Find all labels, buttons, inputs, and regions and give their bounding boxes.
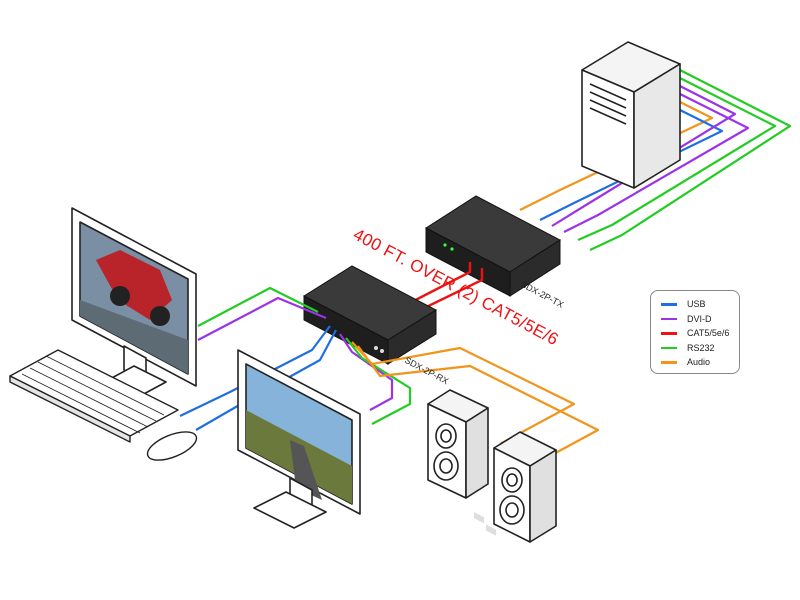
- keyboard: [9, 349, 179, 443]
- rx-monitor2-dvi: [339, 333, 394, 411]
- speaker-1: [427, 389, 489, 499]
- legend-swatch: [661, 346, 677, 349]
- speaker-2: [493, 431, 557, 543]
- legend-label: USB: [687, 299, 706, 309]
- legend-swatch: [661, 361, 677, 364]
- monitor-1: [71, 207, 197, 397]
- rx-monitor1-rs232: [197, 286, 319, 327]
- rx-monitor2-rs232: [345, 337, 412, 425]
- pc-tx-rs232-cable-1: [577, 73, 777, 242]
- rx-device-label: SDX-2P-RX: [403, 355, 450, 386]
- legend-swatch: [661, 332, 677, 335]
- mouse: [146, 431, 198, 461]
- tx-device-label: SDX-2P-TX: [519, 279, 565, 310]
- sdx-tx-device: [425, 195, 561, 536]
- tx-port-1: [474, 512, 484, 524]
- sdx-rx-device: [302, 265, 438, 365]
- tx-port-2: [486, 524, 496, 536]
- legend-label: Audio: [687, 357, 711, 367]
- monitor-2: [237, 349, 361, 529]
- tower-pc: [581, 41, 681, 189]
- rx-monitor1-dvi: [197, 296, 327, 341]
- rx-speaker2-audio: [357, 345, 600, 457]
- pc-tx-rs232-cable-2: [589, 65, 792, 251]
- legend-label: CAT5/5e/6: [687, 328, 730, 338]
- legend-label: RS232: [687, 342, 715, 353]
- pc-tx-dvi-cable-2: [563, 89, 750, 233]
- legend-swatch: [661, 303, 677, 306]
- legend-swatch: [661, 317, 677, 320]
- legend-label: DVI-D: [687, 313, 712, 324]
- rx-peripheral-cables: [179, 286, 600, 457]
